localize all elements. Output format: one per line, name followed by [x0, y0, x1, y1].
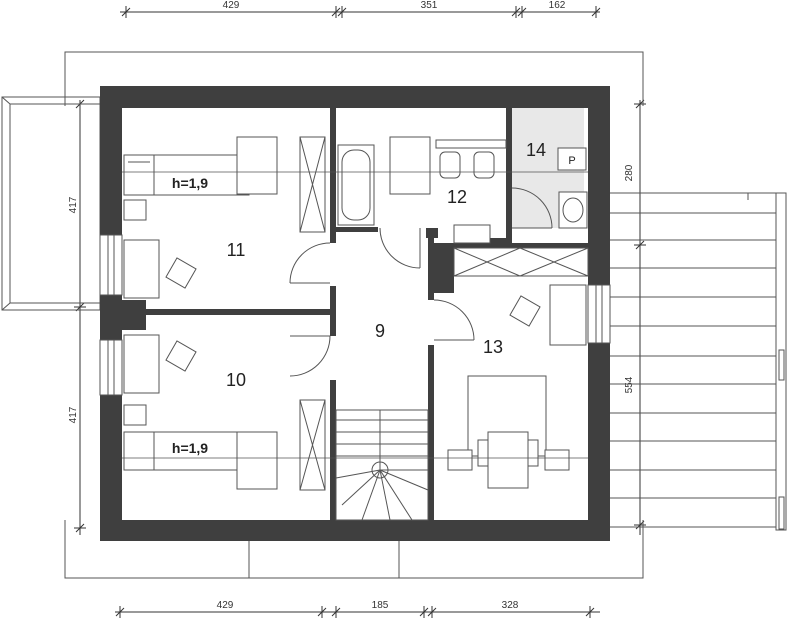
- entrance-canopy: [248, 539, 400, 579]
- roof-outline: [64, 51, 644, 579]
- right-dimension-line: [634, 99, 646, 535]
- windows: [99, 234, 611, 396]
- dim-bottom-3: 328: [502, 600, 519, 611]
- room-13-label: 13: [483, 337, 503, 357]
- top-dimension-line: [120, 6, 601, 18]
- dim-bottom-1: 429: [217, 600, 234, 611]
- dim-left-2: 417: [68, 406, 79, 423]
- staircase: [335, 409, 429, 521]
- dim-left-1: 417: [68, 196, 79, 213]
- room-11-label: 11: [227, 240, 246, 260]
- bathroom-fixtures: [337, 136, 507, 244]
- left-balcony: [1, 96, 101, 311]
- room-10-furniture: [123, 334, 326, 491]
- window-glass: [107, 235, 603, 395]
- bottom-dimension-line: [115, 606, 600, 618]
- left-dimension-line: [74, 99, 86, 535]
- interior-walls: [118, 108, 588, 520]
- right-terrace: [610, 192, 787, 531]
- height-annotation-upper: h=1,9: [172, 175, 208, 191]
- outer-walls: [100, 86, 610, 541]
- ceiling-height-lines: [122, 171, 588, 459]
- boiler-label: P: [568, 155, 575, 167]
- room-14-fixtures: [557, 147, 588, 229]
- doors: [289, 187, 553, 377]
- dim-top-3: 162: [549, 0, 566, 11]
- room-9-label: 9: [375, 321, 385, 341]
- dim-right-2: 554: [624, 376, 635, 393]
- dim-bottom-2: 185: [372, 600, 389, 611]
- dim-top-2: 351: [421, 0, 438, 11]
- dim-right-1: 280: [624, 164, 635, 181]
- room-12-label: 12: [447, 187, 467, 207]
- room-11-furniture: [123, 136, 326, 299]
- room-10-label: 10: [226, 370, 246, 390]
- room-13-furniture: [447, 247, 589, 489]
- room-14-label: 14: [526, 140, 546, 160]
- height-annotation-lower: h=1,9: [172, 440, 208, 456]
- dim-top-1: 429: [223, 0, 240, 11]
